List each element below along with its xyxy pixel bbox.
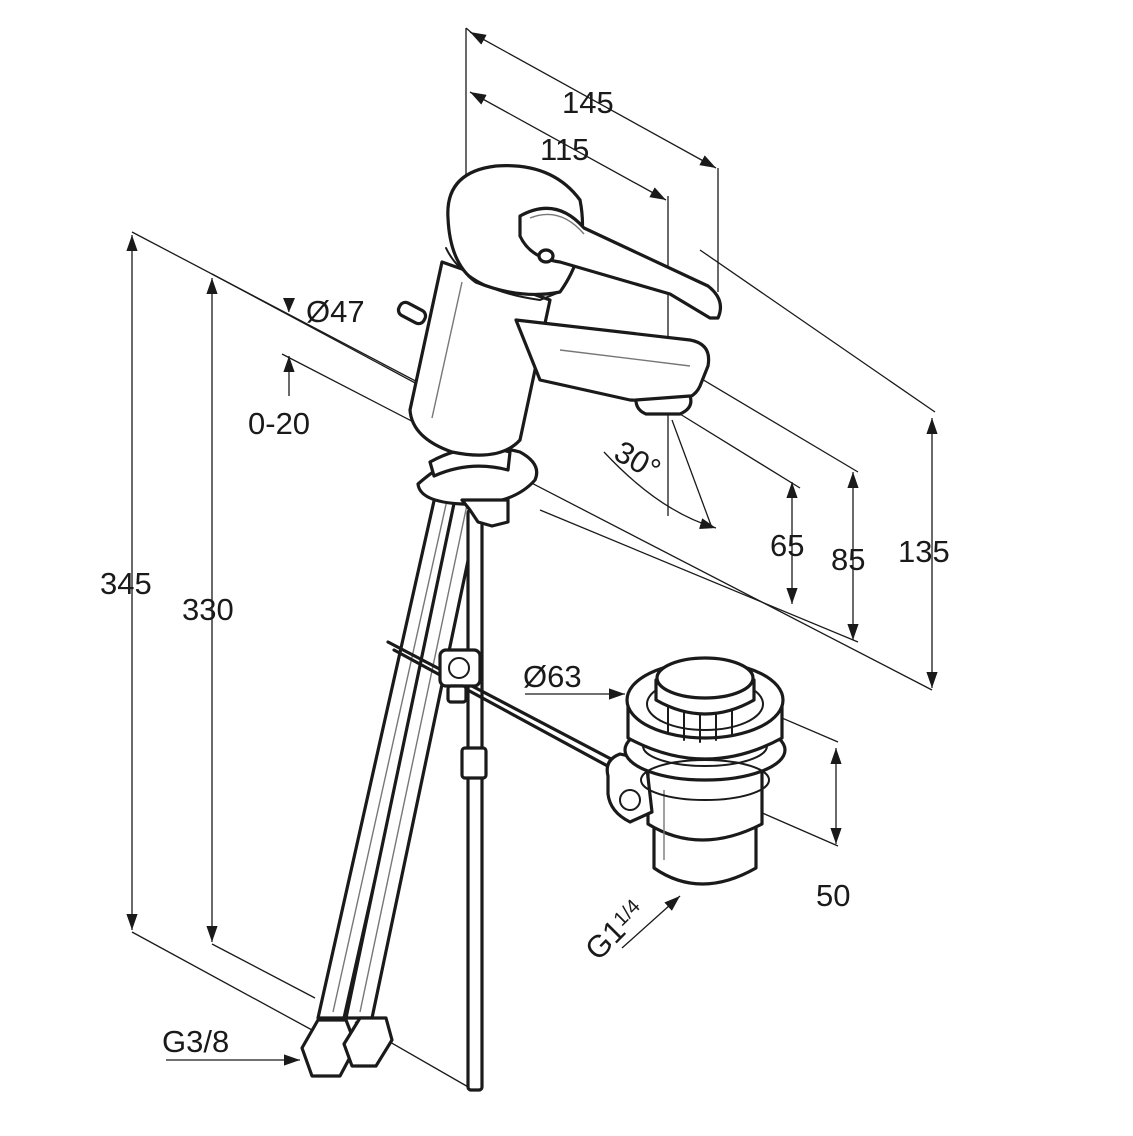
label-d63: Ø63 bbox=[523, 659, 582, 694]
label-g3-8: G3/8 bbox=[162, 1024, 229, 1059]
label-65: 65 bbox=[770, 528, 804, 563]
dim-115-line bbox=[469, 91, 667, 201]
label-145: 145 bbox=[562, 85, 614, 120]
dim-30deg-arc bbox=[603, 451, 717, 529]
label-135: 135 bbox=[898, 534, 950, 569]
svg-text:G11/4: G11/4 bbox=[578, 893, 652, 967]
label-345: 345 bbox=[100, 566, 152, 601]
label-330: 330 bbox=[182, 592, 234, 627]
label-115: 115 bbox=[540, 132, 589, 167]
svg-text:30°: 30° bbox=[609, 434, 667, 488]
dim-g114-leader bbox=[621, 895, 681, 949]
popup-rod bbox=[386, 508, 634, 1092]
label-85: 85 bbox=[831, 542, 865, 577]
faucet-body bbox=[396, 164, 722, 528]
label-50: 50 bbox=[816, 878, 850, 913]
label-30-deg: 30° bbox=[609, 434, 667, 488]
popup-waste bbox=[605, 656, 787, 886]
label-0-20: 0-20 bbox=[248, 406, 310, 441]
dimension-labels: 145 115 Ø47 0-20 345 330 30° 65 85 135 Ø… bbox=[100, 85, 950, 1059]
label-g1-1-4: G11/4 bbox=[578, 893, 652, 967]
flexible-hoses bbox=[300, 490, 484, 1078]
label-d47: Ø47 bbox=[306, 294, 365, 329]
